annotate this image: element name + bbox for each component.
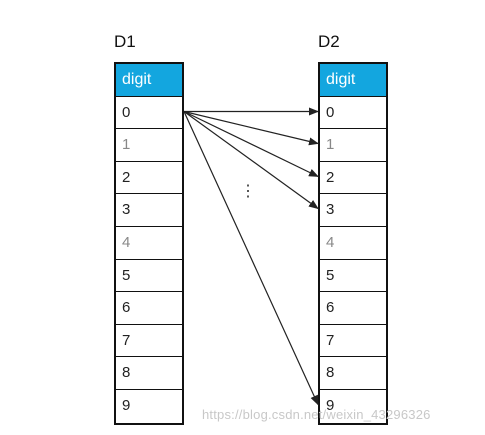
d2-title: D2 bbox=[318, 32, 340, 51]
mapping-arrow bbox=[183, 110, 319, 146]
d1-row-cell: 3 bbox=[116, 194, 182, 227]
d2-row-cell: 2 bbox=[320, 162, 386, 195]
watermark-text: https://blog.csdn.net/weixin_43296326 bbox=[202, 407, 431, 422]
d1-title: D1 bbox=[114, 32, 136, 51]
d2-row-cell: 4 bbox=[320, 227, 386, 260]
d1-row-cell: 9 bbox=[122, 396, 131, 414]
d2-row-cell: 9 bbox=[326, 396, 335, 414]
d1-table: digit 0 1 2 3 4 5 6 7 8 9 bbox=[114, 62, 184, 425]
d2-header-cell: digit bbox=[320, 64, 386, 97]
ellipsis-mark: ⋮ bbox=[240, 183, 256, 200]
mapping-arrow bbox=[183, 110, 319, 178]
d1-row-cell: 8 bbox=[116, 357, 182, 390]
d1-row-cell: 1 bbox=[116, 129, 182, 162]
d2-row-cell: 0 bbox=[320, 97, 386, 130]
d1-row-cell: 7 bbox=[116, 325, 182, 358]
d2-row-cell: 5 bbox=[320, 260, 386, 293]
d1-header-cell: digit bbox=[116, 64, 182, 97]
d1-row-cell: 2 bbox=[116, 162, 182, 195]
d1-row-cell: 6 bbox=[116, 292, 182, 325]
d1-row-cell: 4 bbox=[116, 227, 182, 260]
mapping-arrow bbox=[183, 111, 319, 210]
d2-row-cell: 6 bbox=[320, 292, 386, 325]
mapping-arrow bbox=[183, 111, 319, 406]
d2-table: digit 0 1 2 3 4 5 6 7 8 9 bbox=[318, 62, 388, 425]
d2-row-cell: 8 bbox=[320, 357, 386, 390]
d2-row-cell: 7 bbox=[320, 325, 386, 358]
d1-row-cell: 0 bbox=[116, 97, 182, 130]
d1-row-cell: 5 bbox=[116, 260, 182, 293]
d2-row-cell: 3 bbox=[320, 194, 386, 227]
d2-row-cell: 1 bbox=[320, 129, 386, 162]
